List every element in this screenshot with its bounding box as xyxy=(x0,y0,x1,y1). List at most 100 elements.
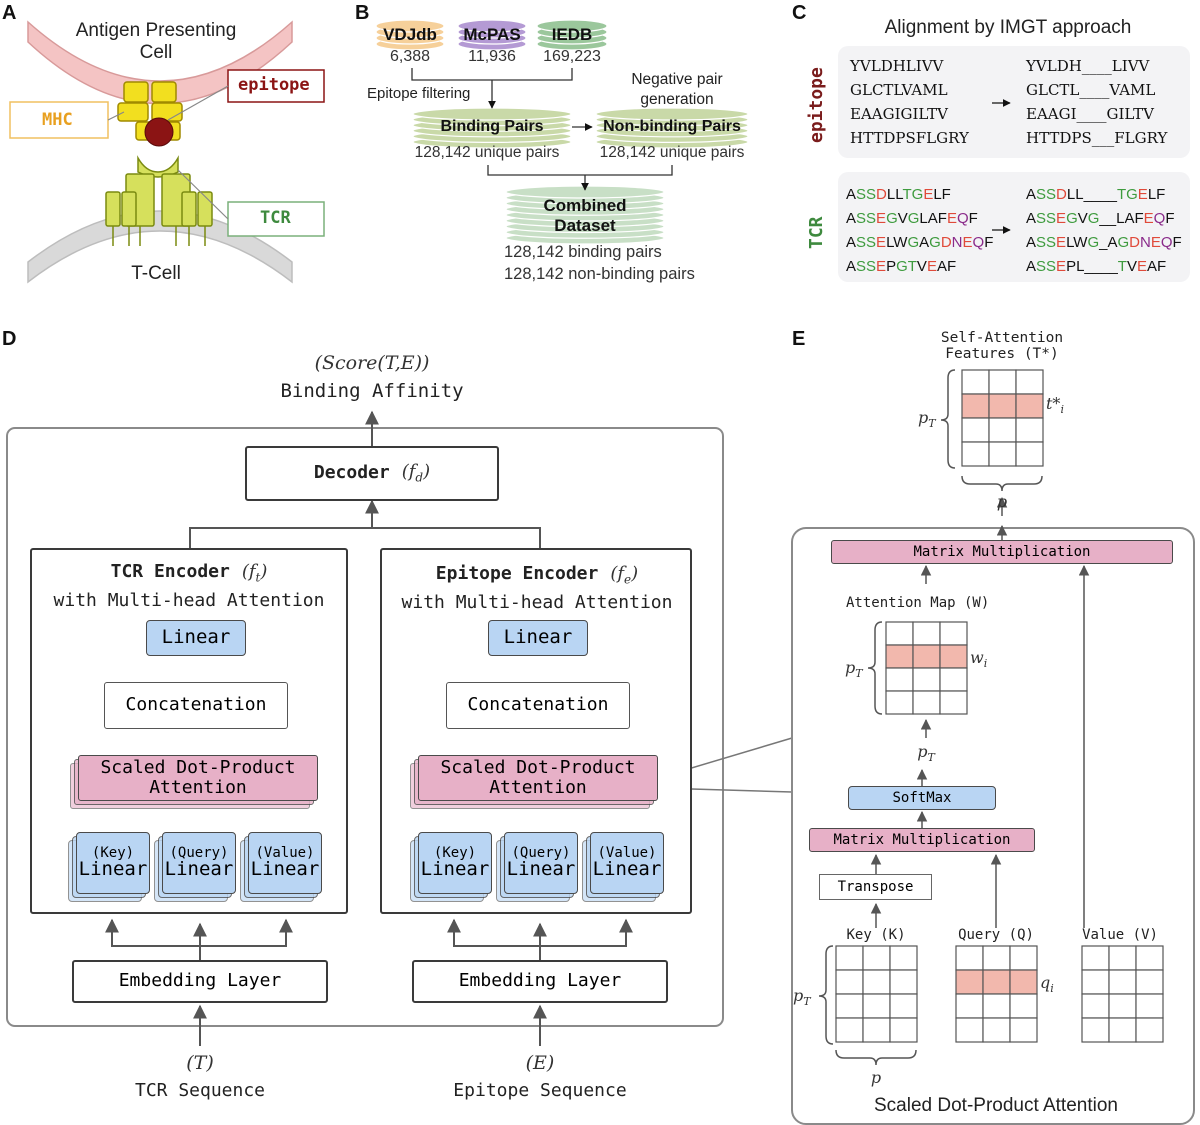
tcr-input-symbol: (T) xyxy=(186,1052,214,1074)
attention-map-matrix-cell xyxy=(939,644,968,669)
epitope-query-linear-label: Linear xyxy=(506,858,576,881)
panel-c-art xyxy=(838,46,1190,282)
wi-label: wi xyxy=(970,648,988,671)
db-mcpas xyxy=(457,19,527,51)
source-name-vdjdb: VDJdb xyxy=(383,25,437,44)
epitope-query-label: (Query) xyxy=(511,844,571,861)
source-name-iedb: IEDB xyxy=(551,25,593,44)
query-matrix-cell xyxy=(982,1017,1011,1043)
decoder-fn: (fd) xyxy=(401,460,431,485)
tcr-query-linear-label: Linear xyxy=(164,858,234,881)
attention-map-matrix-cell xyxy=(939,667,968,692)
key-matrix-cell xyxy=(835,993,864,1019)
epitope-mha-label: with Multi-head Attention xyxy=(401,592,673,613)
value-matrix-cell xyxy=(1081,1017,1110,1043)
transpose-box: Transpose xyxy=(819,874,932,900)
query-matrix-cell xyxy=(1009,969,1038,995)
key-matrix-cell xyxy=(835,945,864,971)
source-count-mcpas: 11,936 xyxy=(468,48,516,65)
key-matrix-cell xyxy=(835,1017,864,1043)
combined-nonbinding-count: 128,142 non-binding pairs xyxy=(504,265,695,283)
db-nonbinding-pairs xyxy=(595,107,749,149)
epitope-align-bg xyxy=(838,46,1190,158)
tcr-aligned-seq-2: ASSELWG_AGDNEQF xyxy=(1026,234,1182,251)
score-label: (Score(T,E)) xyxy=(314,352,430,374)
self-attention-matrix-cell xyxy=(988,417,1017,443)
epitope-linear-box: Linear xyxy=(488,620,588,656)
epitope-value-label: (Value) xyxy=(597,844,657,861)
value-matrix-cell xyxy=(1081,969,1110,995)
self-attention-matrix-cell xyxy=(988,393,1017,419)
tcr-aligned-seq-3: ASSEPL____TVEAF xyxy=(1026,258,1167,275)
tcell-membrane xyxy=(27,210,293,284)
epitope-encoder-title: Epitope Encoder (fe) xyxy=(435,563,639,587)
value-matrix-cell xyxy=(1135,1017,1164,1043)
model-frame xyxy=(6,427,724,1027)
pT-label-k: pT xyxy=(793,986,811,1009)
value-matrix-cell xyxy=(1135,969,1164,995)
self-attention-matrix-cell xyxy=(961,441,990,467)
source-name-mcpas: McPAS xyxy=(463,25,521,44)
epitope-label-box xyxy=(227,69,325,103)
source-count-vdjdb: 6,388 xyxy=(389,48,431,65)
query-matrix-cell xyxy=(982,969,1011,995)
attention-map-matrix-cell xyxy=(939,690,968,715)
key-matrix-cell xyxy=(889,945,918,971)
combined-binding-count: 128,142 binding pairs xyxy=(504,243,662,261)
epitope-query-linear-box: (Query)Linear xyxy=(504,832,578,894)
value-matrix-cell xyxy=(1108,993,1137,1019)
apc-membrane xyxy=(27,20,293,105)
value-matrix-cell xyxy=(1108,1017,1137,1043)
query-matrix-cell xyxy=(955,969,984,995)
db-binding-pairs xyxy=(412,107,572,149)
self-attention-matrix-cell xyxy=(988,441,1017,467)
tcr-key-label: (Key) xyxy=(91,844,135,861)
epitope-value-linear-box: (Value)Linear xyxy=(590,832,664,894)
pT-label-softmax: pT xyxy=(917,742,935,765)
epitope-raw-seq-0: YVLDHLIVV xyxy=(850,57,944,75)
db-combined xyxy=(505,185,665,245)
self-attention-matrix-cell xyxy=(961,417,990,443)
combined-dataset-label: Combined Dataset xyxy=(543,196,627,235)
attention-map-matrix xyxy=(885,621,968,715)
value-matrix-cell xyxy=(1081,993,1110,1019)
self-attention-matrix xyxy=(961,369,1044,467)
panel-b-art xyxy=(375,19,749,245)
sdpa-footer: Scaled Dot-Product Attention xyxy=(874,1095,1118,1116)
key-matrix xyxy=(835,945,918,1043)
tcr-value-linear-box: (Value)Linear xyxy=(248,832,322,894)
epitope-raw-seq-3: HTTDPSFLGRY xyxy=(850,129,969,147)
tcr-aligned-seq-0: ASSDLL____TGELF xyxy=(1026,186,1166,203)
tcr-query-linear-box: (Query)Linear xyxy=(162,832,236,894)
alignment-title: Alignment by IMGT approach xyxy=(884,17,1132,38)
tcr-label-box xyxy=(227,201,325,237)
db-vdjdb xyxy=(375,19,445,51)
epitope-concat-box: Concatenation xyxy=(446,682,630,729)
tcr-value-linear-label: Linear xyxy=(250,858,320,881)
pT-label-sa: pT xyxy=(918,408,936,431)
epitope-aligned-seq-0: YVLDH____LIVV xyxy=(1026,57,1150,75)
key-matrix-cell xyxy=(862,1017,891,1043)
panel-label-e: E xyxy=(792,328,806,350)
epitope-aligned-seq-2: EAAGI____GILTV xyxy=(1026,105,1155,123)
epitope-icon xyxy=(144,117,174,147)
key-matrix-cell xyxy=(835,969,864,995)
epitope-aligned-seq-1: GLCTL____VAML xyxy=(1026,81,1156,99)
panel-label-c: C xyxy=(792,2,807,24)
value-matrix-cell xyxy=(1108,945,1137,971)
epitope-value-linear-label: Linear xyxy=(592,858,662,881)
tcr-side-label: TCR xyxy=(806,216,827,250)
db-iedb xyxy=(536,19,608,51)
tcr-linear-box: Linear xyxy=(146,620,246,656)
epitope-label: epitope xyxy=(238,75,310,95)
query-matrix-cell xyxy=(1009,945,1038,971)
value-matrix-cell xyxy=(1135,945,1164,971)
attention-map-label: Attention Map (W) xyxy=(846,595,990,611)
tcr-input-label: TCR Sequence xyxy=(134,1080,266,1101)
epitope-sdpa-box: Scaled Dot-Product Attention xyxy=(418,755,658,801)
tcr-concat-box: Concatenation xyxy=(104,682,288,729)
